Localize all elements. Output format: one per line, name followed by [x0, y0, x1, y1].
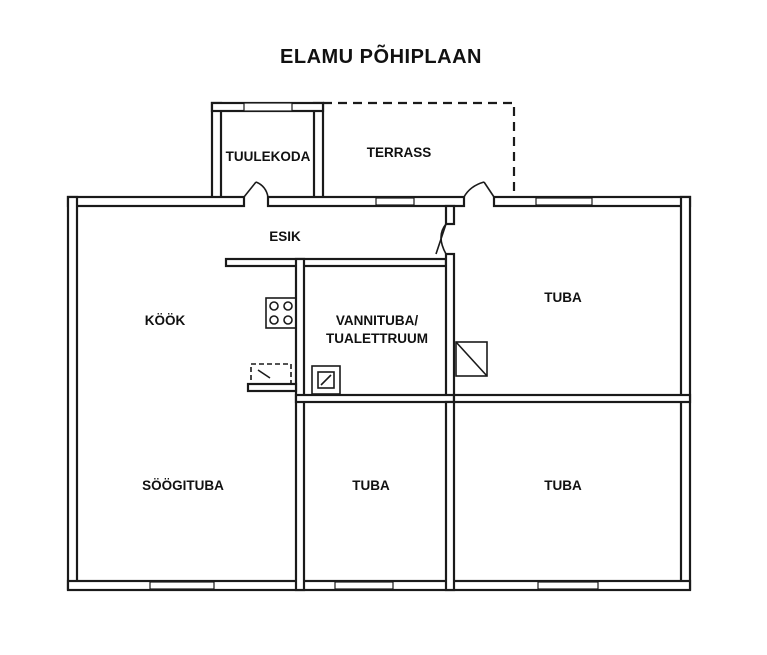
exterior-windows: [149, 197, 599, 590]
window-icon: [537, 581, 599, 590]
sink-icon: [250, 363, 292, 385]
window-icon: [149, 581, 215, 590]
door-swing-icon: [243, 181, 269, 198]
room-label-terrass: TERRASS: [367, 145, 432, 160]
shower-icon: [311, 365, 341, 395]
room-label-esik: ESIK: [269, 229, 301, 244]
door-swing-icon: [435, 223, 447, 255]
room-label-tuulekoda: TUULEKODA: [226, 149, 311, 164]
stove-icon: [265, 297, 297, 329]
room-label-vannituba-1: VANNITUBA/: [336, 313, 418, 328]
door-swing-icon: [463, 181, 495, 198]
window-icon: [535, 197, 593, 206]
window-icon: [375, 197, 415, 206]
tuulekoda-walls: [210, 101, 325, 200]
window-icon: [334, 581, 394, 590]
room-label-vannituba-2: TUALETTRUUM: [326, 331, 428, 346]
chimney-icon: [455, 341, 488, 377]
room-label-kook: KÖÖK: [145, 313, 186, 328]
terrace-outline: [323, 101, 516, 197]
room-label-soogituba: SÖÖGITUBA: [142, 478, 224, 493]
exterior-walls: [66, 195, 692, 592]
room-label-tuba-upper-right: TUBA: [544, 290, 582, 305]
room-label-tuba-lower-right: TUBA: [544, 478, 582, 493]
room-label-tuba-lower-middle: TUBA: [352, 478, 390, 493]
window-icon: [243, 102, 293, 112]
interior-walls: [224, 204, 692, 592]
plan-title: ELAMU PÕHIPLAAN: [280, 44, 482, 68]
